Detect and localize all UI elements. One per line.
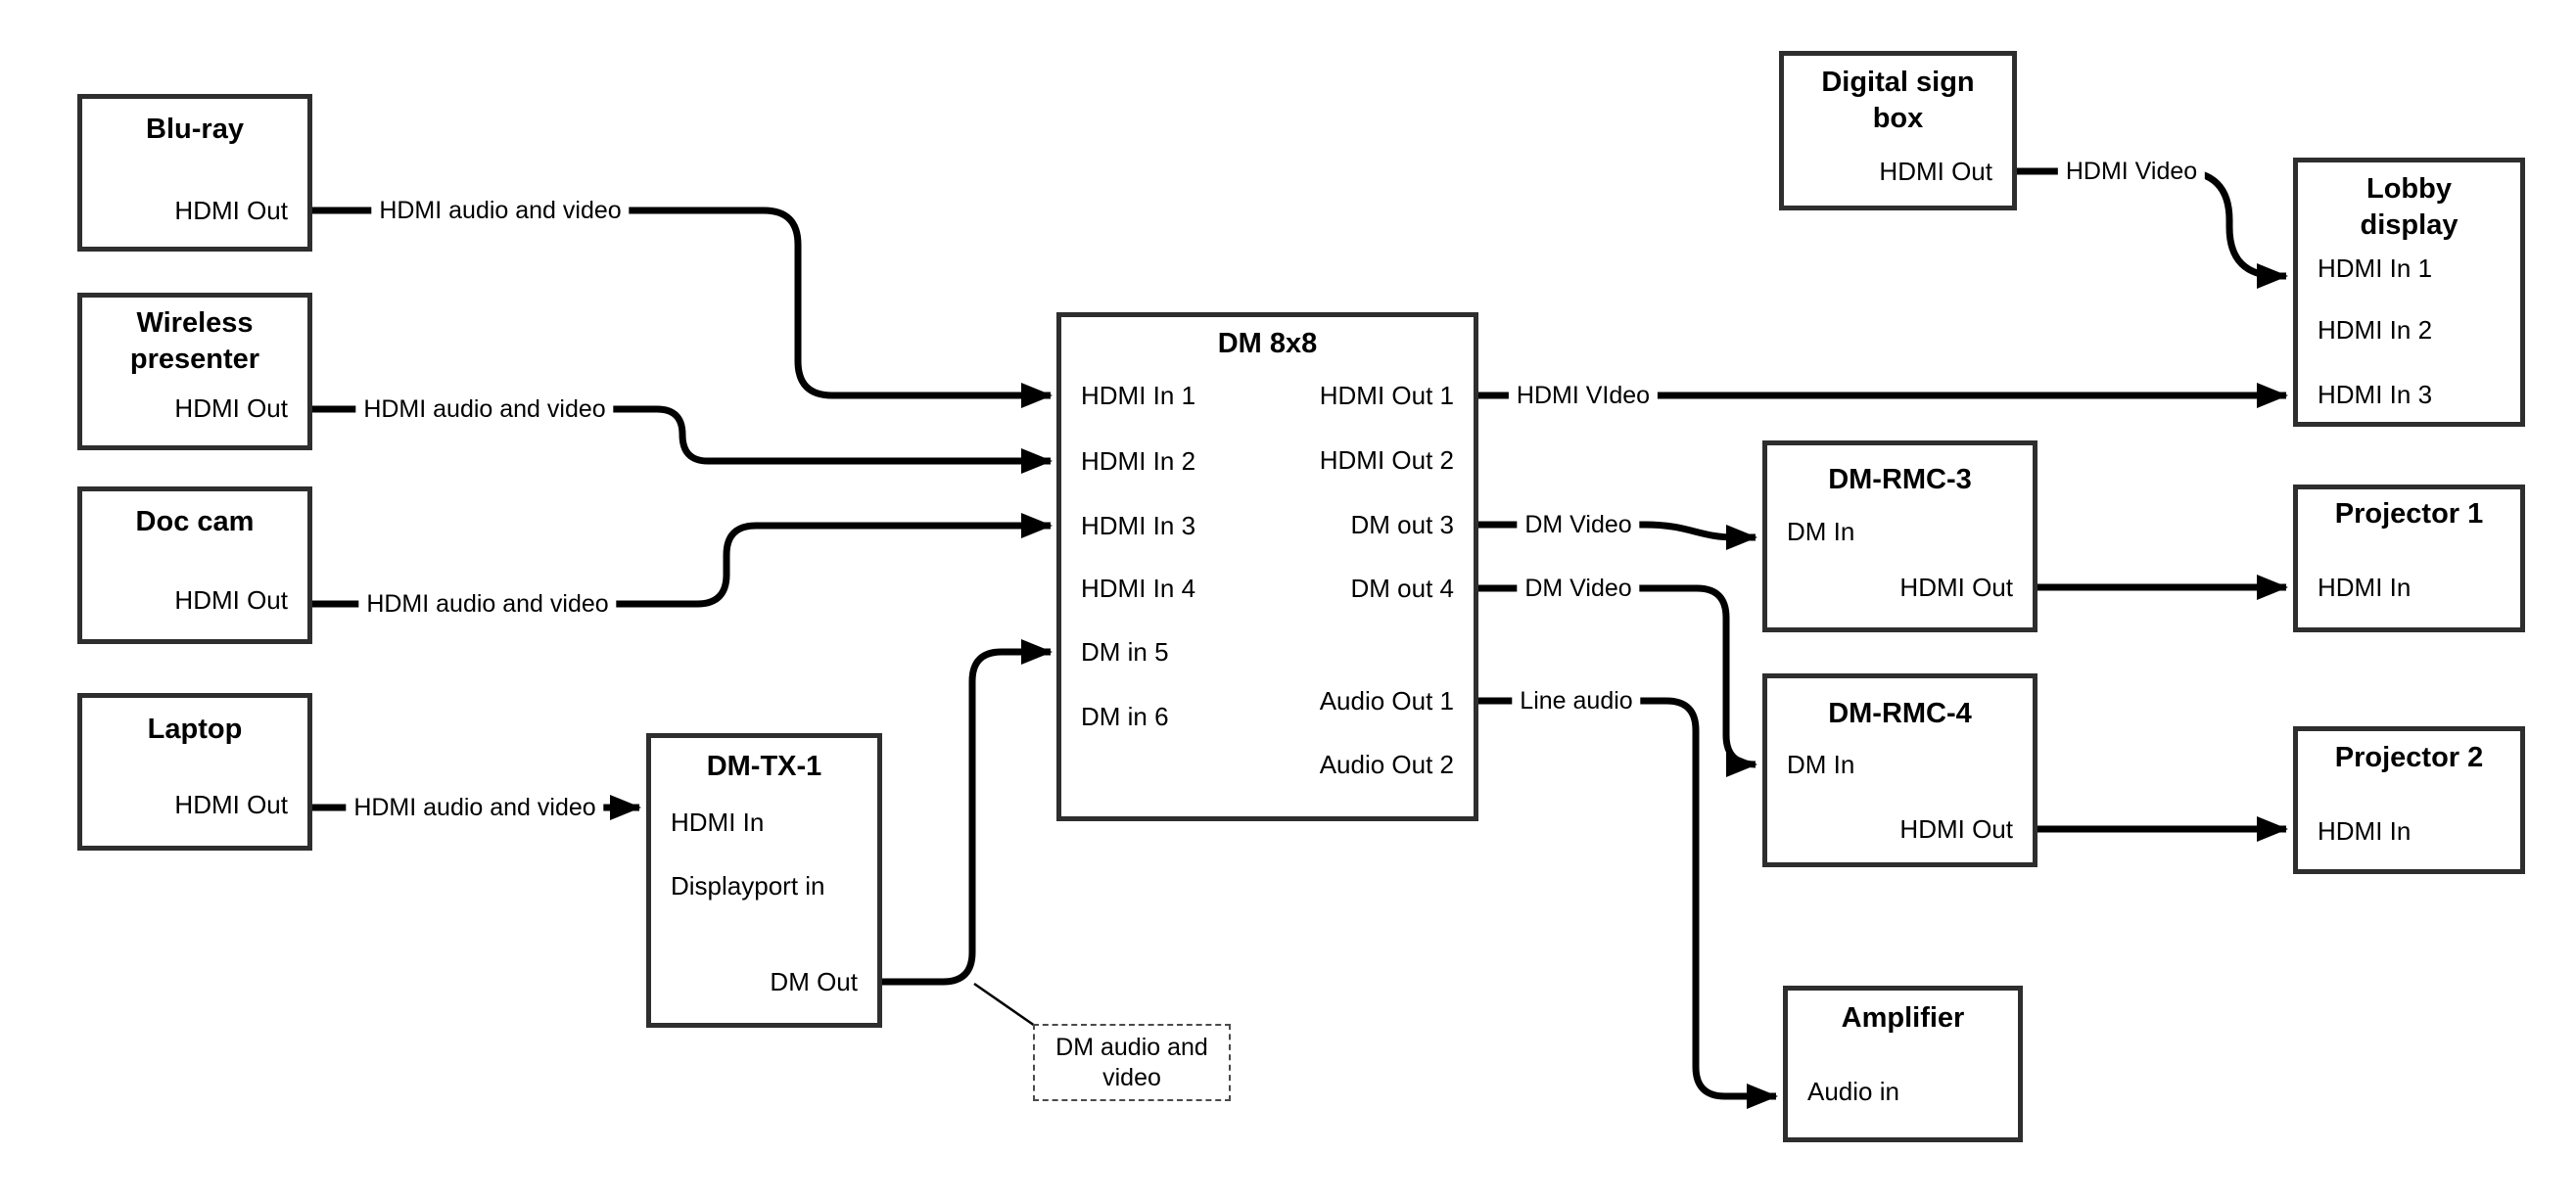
node-title-dm-tx-1: DM-TX-1 xyxy=(651,749,877,785)
node-title-line: DM 8x8 xyxy=(1217,328,1318,359)
node-title-line: Blu-ray xyxy=(146,114,244,145)
port-amplifier-audio-in: Audio in xyxy=(1807,1077,1899,1106)
node-title-dm-8x8: DM 8x8 xyxy=(1061,326,1474,362)
port-dm-8x8-dm-in-6: DM in 6 xyxy=(1081,702,1169,731)
connector-digitalsign-to-lobby-in1 xyxy=(2017,167,2288,289)
node-title-lobby-display: Lobby display xyxy=(2298,171,2520,244)
port-doc-cam-hdmi-out: HDMI Out xyxy=(174,585,288,615)
port-dm-8x8-audio-out-1: Audio Out 1 xyxy=(1319,686,1454,716)
port-dm-8x8-hdmi-in-4: HDMI In 4 xyxy=(1081,574,1196,603)
port-dm-rmc-3-hdmi-out: HDMI Out xyxy=(1899,573,2013,602)
node-title-dm-rmc-3: DM-RMC-3 xyxy=(1767,462,2033,498)
port-dm-rmc-4-hdmi-out: HDMI Out xyxy=(1899,814,2013,844)
connector-dm8x8-audio1-to-amp xyxy=(1478,697,1778,1109)
annotation-line: DM audio and xyxy=(1055,1033,1208,1061)
port-wireless-presenter-hdmi-out: HDMI Out xyxy=(174,393,288,423)
node-title-line: Digital sign xyxy=(1821,67,1975,98)
connector-wireless-to-dm8x8-in2 xyxy=(312,405,1053,474)
node-title-line: Wireless xyxy=(136,307,254,339)
port-dm-8x8-hdmi-out-1: HDMI Out 1 xyxy=(1319,381,1454,410)
node-title-line: Laptop xyxy=(147,714,243,745)
node-title-line: DM-TX-1 xyxy=(706,751,822,782)
edge-label-bluray-to-dm8x8-in1: HDMI audio and video xyxy=(371,196,630,225)
node-dm-rmc-3: DM-RMC-3 DM In HDMI Out xyxy=(1762,440,2037,632)
edge-label-dm8x8-audio1-to-amp: Line audio xyxy=(1512,686,1641,716)
edge-label-laptop-to-dmtx1: HDMI audio and video xyxy=(346,793,604,822)
node-title-line: DM-RMC-4 xyxy=(1828,698,1972,729)
port-dm-tx-1-hdmi-in: HDMI In xyxy=(671,808,765,837)
port-projector-2-hdmi-in: HDMI In xyxy=(2318,816,2412,846)
node-title-amplifier: Amplifier xyxy=(1788,1000,2018,1037)
node-title-digital-sign-box: Digital sign box xyxy=(1784,65,2012,137)
node-title-bluray: Blu-ray xyxy=(82,112,307,148)
port-dm-8x8-dm-out-3: DM out 3 xyxy=(1350,510,1455,539)
node-title-line: Amplifier xyxy=(1841,1002,1965,1034)
connector-bluray-to-dm8x8-in1 xyxy=(312,207,1053,408)
port-dm-8x8-hdmi-out-2: HDMI Out 2 xyxy=(1319,445,1454,475)
node-title-projector-2: Projector 2 xyxy=(2298,740,2520,776)
port-dm-8x8-hdmi-in-3: HDMI In 3 xyxy=(1081,511,1196,540)
connector-dm8x8-out3-to-rmc3 xyxy=(1478,521,1757,550)
node-title-line: DM-RMC-3 xyxy=(1828,464,1972,495)
port-dm-8x8-hdmi-in-2: HDMI In 2 xyxy=(1081,446,1196,476)
port-dm-8x8-hdmi-in-1: HDMI In 1 xyxy=(1081,381,1196,410)
port-lobby-display-hdmi-in-1: HDMI In 1 xyxy=(2318,254,2433,283)
port-lobby-display-hdmi-in-2: HDMI In 2 xyxy=(2318,315,2433,345)
node-dm-rmc-4: DM-RMC-4 DM In HDMI Out xyxy=(1762,673,2037,867)
edge-label-wireless-to-dm8x8-in2: HDMI audio and video xyxy=(355,394,614,424)
port-bluray-hdmi-out: HDMI Out xyxy=(174,196,288,225)
connector-dmtx1-to-dm8x8-in5 xyxy=(882,639,1053,986)
node-title-laptop: Laptop xyxy=(82,712,307,748)
port-dm-rmc-4-dm-in: DM In xyxy=(1787,750,1855,779)
port-dm-8x8-dm-in-5: DM in 5 xyxy=(1081,637,1169,667)
node-title-line: Lobby xyxy=(2366,173,2452,205)
node-title-doc-cam: Doc cam xyxy=(82,504,307,540)
node-title-line: Projector 2 xyxy=(2334,742,2484,773)
node-projector-1: Projector 1 HDMI In xyxy=(2293,485,2525,632)
edge-label-digitalsign-to-lobby-in1: HDMI Video xyxy=(2057,157,2206,186)
node-title-line: Doc cam xyxy=(135,506,255,537)
port-digital-sign-box-hdmi-out: HDMI Out xyxy=(1879,157,1992,186)
node-title-line: display xyxy=(2360,209,2459,241)
port-dm-rmc-3-dm-in: DM In xyxy=(1787,517,1855,546)
edge-label-dm8x8-out4-to-rmc4: DM Video xyxy=(1517,574,1640,603)
node-title-dm-rmc-4: DM-RMC-4 xyxy=(1767,696,2033,732)
node-title-line: presenter xyxy=(129,344,260,375)
connector-doccam-to-dm8x8-in3 xyxy=(312,513,1053,608)
node-title-line: box xyxy=(1872,103,1924,134)
node-title-projector-1: Projector 1 xyxy=(2298,496,2520,532)
port-dm-tx-1-displayport-in: Displayport in xyxy=(671,871,825,901)
edge-label-dm8x8-out3-to-rmc3: DM Video xyxy=(1517,510,1640,539)
port-lobby-display-hdmi-in-3: HDMI In 3 xyxy=(2318,380,2433,409)
port-laptop-hdmi-out: HDMI Out xyxy=(174,790,288,819)
connector-dm8x8-out4-to-rmc4 xyxy=(1478,584,1757,777)
port-dm-8x8-dm-out-4: DM out 4 xyxy=(1350,574,1455,603)
port-dm-8x8-audio-out-2: Audio Out 2 xyxy=(1319,750,1454,779)
node-projector-2: Projector 2 HDMI In xyxy=(2293,726,2525,874)
annotation-line: video xyxy=(1102,1063,1161,1091)
node-title-line: Projector 1 xyxy=(2334,498,2484,530)
note-callout-line xyxy=(973,982,1036,1028)
node-title-wireless-presenter: Wireless presenter xyxy=(82,305,307,378)
port-dm-tx-1-dm-out: DM Out xyxy=(770,967,858,996)
edge-label-doccam-to-dm8x8-in3: HDMI audio and video xyxy=(358,589,617,619)
edge-label-dm8x8-out1-to-lobby-in3: HDMI VIdeo xyxy=(1508,381,1659,410)
port-projector-1-hdmi-in: HDMI In xyxy=(2318,573,2412,602)
